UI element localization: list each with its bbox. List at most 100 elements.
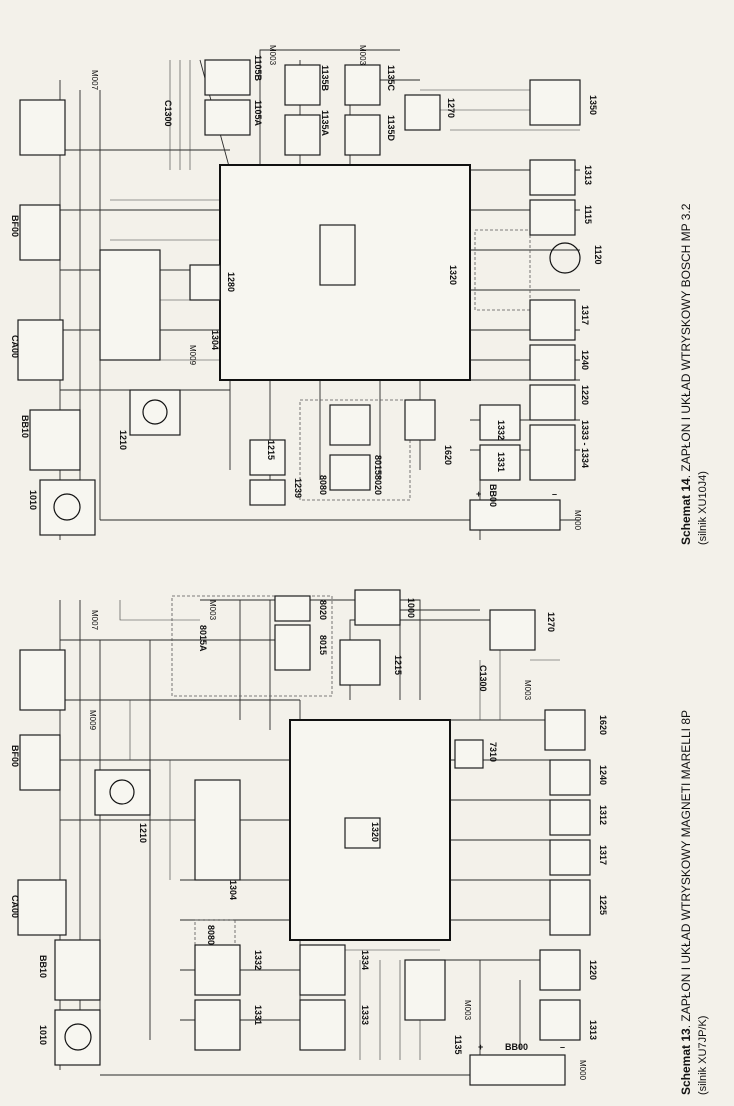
1270-label: 1270 (546, 612, 556, 632)
1280-label-right: 1280 (226, 272, 236, 292)
schemat-13-subcaption: (silnik XU7JP/K) (697, 1016, 709, 1095)
1304-relay (194, 779, 241, 881)
bb10-fuse-block-right (29, 409, 81, 471)
1135-label: 1135 (453, 1035, 463, 1055)
1334-injector (299, 944, 346, 996)
c1300-label-right: C1300 (163, 100, 173, 127)
m009-label: M009 (88, 710, 97, 731)
1215-valve-right (249, 439, 286, 476)
1240-sensor-right (529, 344, 576, 381)
8020-label: 8020 (318, 600, 328, 620)
1010-label: 1010 (38, 1025, 48, 1045)
m000-label: M000 (578, 1060, 587, 1081)
1333-label: 1333 (360, 1005, 370, 1025)
1215-label: 1215 (393, 655, 403, 675)
1350-label-right: 1350 (588, 95, 598, 115)
bb00-label-right: BB00 (488, 484, 498, 507)
1105a-coil-right (204, 59, 251, 96)
8020-relay-right (329, 454, 371, 491)
ca00-ignition-switch (17, 879, 67, 936)
8015-relay-right (329, 404, 371, 446)
1304-label-right: 1304 (210, 330, 220, 350)
1270-canister-valve (489, 609, 536, 651)
1010-starter-right (39, 479, 96, 536)
1331-label-right: 1331 (496, 452, 506, 472)
battery-plus-left: + (478, 1042, 483, 1052)
c1300-label: C1300 (478, 665, 488, 692)
bf00-label-right: BF00 (10, 215, 20, 237)
1225-label: 1225 (598, 895, 608, 915)
7310-sensor (454, 739, 484, 769)
1220-sensor (539, 949, 581, 991)
1620-sensor-right (404, 399, 436, 441)
1313-sensor-right (529, 159, 576, 196)
1280-valve-right (189, 264, 221, 301)
1000-connector (354, 589, 401, 626)
1313-sensor (539, 999, 581, 1041)
1270-canister-valve-right (404, 94, 441, 131)
1317-label: 1317 (598, 845, 608, 865)
1135d-coil-right (344, 114, 381, 156)
1115-label-right: 1115 (583, 205, 593, 224)
1135c-label-right: 1135C (386, 65, 396, 92)
1317-label-right: 1317 (580, 305, 590, 325)
1332-injector (194, 944, 241, 996)
1332-label-right: 1332 (496, 420, 506, 440)
bb10-label-right: BB10 (20, 415, 30, 438)
bf00-label: BF00 (10, 745, 20, 767)
1334-label: 1334 (360, 950, 370, 970)
1135c-coil-right (344, 64, 381, 106)
1313-label-right: 1313 (583, 165, 593, 185)
ca00-label: CA00 (10, 895, 20, 918)
1135-ignition-coil (404, 959, 446, 1021)
1120-knock-sensor-right (549, 242, 581, 274)
1333-1334-label-right: 1333 - 1334 (580, 420, 590, 468)
1215-valve (339, 639, 381, 686)
schemat-14-diagram: 1320 CA00 BF00 M007 BB10 1010 1210 1304 … (10, 45, 709, 545)
1331-injector (194, 999, 241, 1051)
1239-label-right: 1239 (293, 478, 303, 498)
1210-fuel-pump-right (129, 389, 181, 436)
bf00-fuse-box-right (19, 204, 61, 261)
bb00-label: BB00 (505, 1042, 528, 1052)
m007-label: M007 (90, 610, 99, 631)
1333-injector (299, 999, 346, 1051)
battery-plus-right: + (476, 489, 481, 499)
1210-fuel-pump (94, 769, 151, 816)
1220-label-right: 1220 (580, 385, 590, 405)
7310-label: 7310 (488, 742, 498, 762)
bb10-fuse-block (54, 939, 101, 1001)
1317-sensor-right (529, 299, 576, 341)
1210-label: 1210 (138, 823, 148, 843)
1120-label-right: 1120 (593, 245, 603, 265)
8015a-label: 8015A (198, 625, 208, 652)
bb10-label: BB10 (38, 955, 48, 978)
1135b-label-right: 1135B (320, 65, 330, 92)
m003b-label: M003 (523, 680, 532, 701)
8080-label-right: 8080 (318, 475, 328, 495)
1620-label: 1620 (598, 715, 608, 735)
bb00-battery-right (469, 499, 561, 531)
1270-label-right: 1270 (446, 98, 456, 118)
schemat-14-subcaption: (silnik XU10J4) (697, 471, 709, 545)
1000-label: 1000 (406, 598, 416, 618)
1317-sensor (549, 839, 591, 876)
1333-1334-injectors-right (529, 424, 576, 481)
ca00-ignition-switch-right (17, 319, 64, 381)
battery-minus-right: – (552, 489, 557, 499)
battery-minus-left: – (560, 1042, 565, 1052)
1331-injector-right (479, 444, 521, 481)
1105b-coil-right (204, 99, 251, 136)
m009-label-right: M009 (188, 345, 197, 366)
1332-injector-right (479, 404, 521, 441)
1620-label-right: 1620 (443, 445, 453, 465)
m003c-label: M003 (463, 1000, 472, 1021)
m003b-label-right: M003 (358, 45, 367, 66)
relay-box-top-right (19, 99, 66, 156)
8015-relay (274, 624, 311, 671)
1215-label-right: 1215 (266, 440, 276, 460)
1240-label: 1240 (598, 765, 608, 785)
8080-label: 8080 (206, 925, 216, 945)
